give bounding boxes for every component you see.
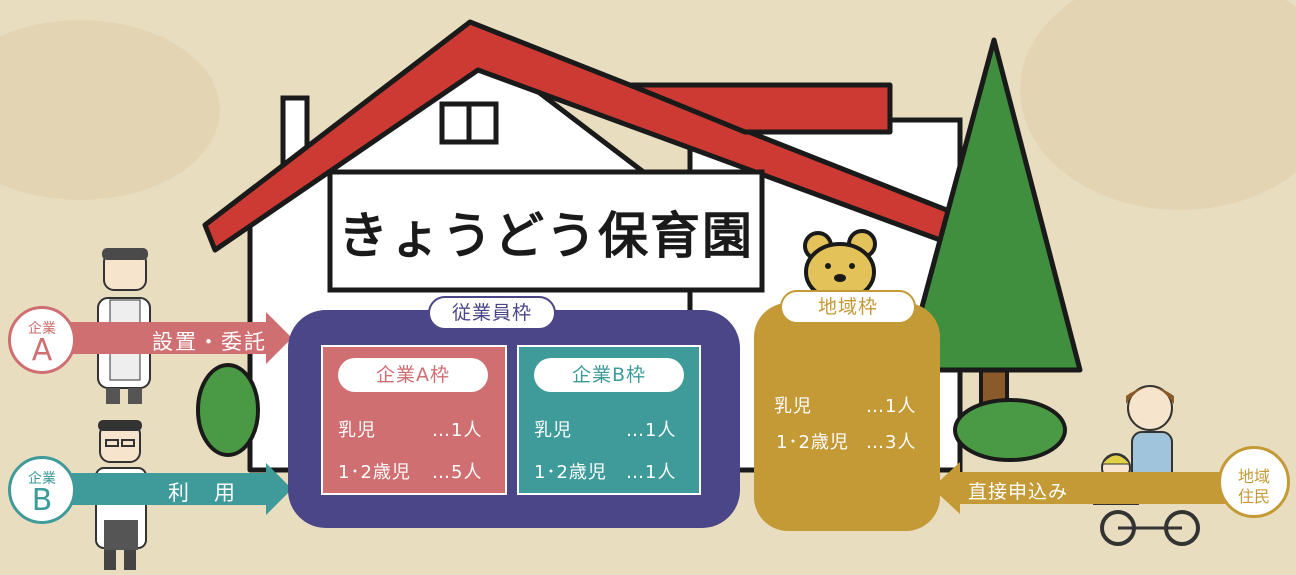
- residents-badge: 地域 住民: [1218, 446, 1290, 518]
- residents-arrow: [932, 462, 1226, 514]
- company-b-letter: B: [31, 483, 53, 518]
- company-a-small-label: 企業: [28, 321, 56, 337]
- company-a-badge: 企業 A: [8, 306, 76, 374]
- company-a-letter: A: [31, 333, 53, 368]
- company-a-row-toddler-count: …5人: [432, 462, 483, 483]
- company-b-arrow: [56, 463, 292, 515]
- rear-roof: [627, 82, 893, 135]
- company-a-arrow-label: 設置・委託: [152, 330, 267, 354]
- row-name: 乳児: [338, 420, 376, 441]
- company-b-row-toddler: 1･2歳児: [534, 462, 607, 483]
- company-a-row-infant-count: …1人: [432, 420, 483, 441]
- background-blob: [1020, 0, 1296, 210]
- sign-board: [327, 169, 765, 293]
- company-a-arrow: [56, 312, 292, 364]
- community-frame-box: [754, 303, 940, 531]
- community-row-toddler-count: …3人: [866, 432, 917, 453]
- community-row-infant-count: …1人: [866, 396, 917, 417]
- background-blob: [0, 20, 220, 200]
- company-b-frame-label: 企業B枠: [534, 358, 684, 392]
- community-row-toddler: 1･2歳児: [776, 432, 849, 453]
- bear-character: [803, 229, 877, 302]
- company-b-row-infant: 乳児: [534, 420, 572, 441]
- nursery-sign-text: きょうどう保育園: [338, 206, 754, 265]
- employee-frame-label: 従業員枠: [428, 296, 556, 330]
- company-a-row-toddler: 1･2歳児: [338, 462, 411, 483]
- company-b-small-label: 企業: [28, 471, 56, 487]
- company-b-row-toddler-count: …1人: [626, 462, 677, 483]
- community-frame-label: 地域枠: [780, 290, 916, 324]
- company-b-badge: 企業 B: [8, 456, 76, 524]
- residents-label-line2: 住民: [1237, 487, 1270, 506]
- company-b-arrow-label: 利 用: [168, 481, 237, 505]
- bush: [953, 398, 1067, 462]
- residents-arrow-label: 直接申込み: [968, 481, 1069, 503]
- bush: [196, 363, 260, 457]
- tree: [902, 37, 1083, 373]
- company-a-row-infant: 乳児: [338, 416, 376, 442]
- company-a-frame-label: 企業A枠: [338, 358, 488, 392]
- residents-label-line1: 地域: [1237, 467, 1270, 486]
- company-b-row-infant-count: …1人: [626, 420, 677, 441]
- community-row-infant: 乳児: [774, 396, 812, 417]
- resident-on-bicycle: [1093, 385, 1200, 546]
